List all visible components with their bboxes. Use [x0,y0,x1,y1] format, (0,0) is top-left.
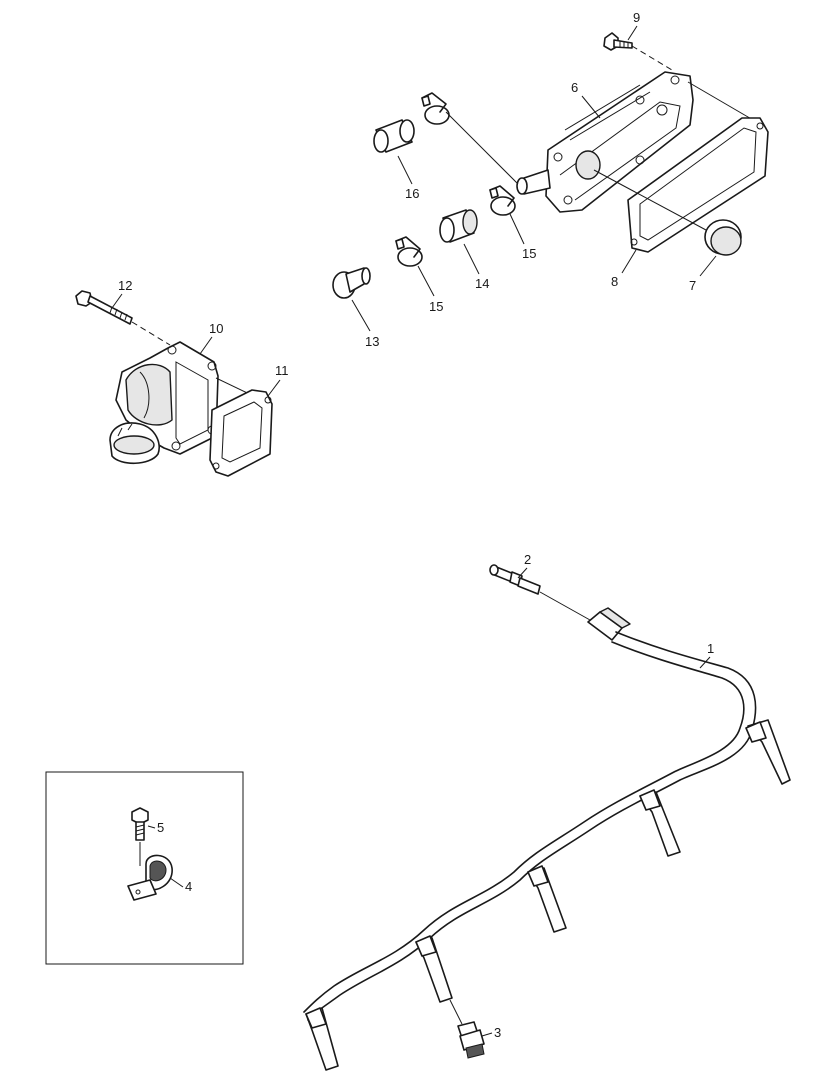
callout-16: 16 [405,186,419,201]
bolt-part-9 [603,32,633,51]
leader-1 [699,656,711,669]
leader-3 [481,1032,493,1037]
leader-15-lower [417,265,435,297]
callout-6: 6 [571,80,578,95]
callout-1: 1 [707,641,714,656]
hose-clamp-part-15-lower [395,236,423,267]
alignment-line-7 [593,169,707,231]
callout-5: 5 [157,820,164,835]
clamp-part-4 [127,854,173,901]
leader-16 [397,155,413,185]
callout-15-lower: 15 [429,299,443,314]
alignment-line-3 [449,999,463,1025]
callout-8: 8 [611,274,618,289]
leader-6 [581,95,601,119]
alignment-line-12 [131,321,171,346]
alignment-line-15 [445,111,519,185]
leader-15-right [509,213,525,245]
thermostat-part-7 [704,219,742,256]
gasket-part-11 [209,389,273,477]
hose-part-14 [439,209,478,243]
leader-10 [199,336,213,355]
callout-2: 2 [524,552,531,567]
alignment-line-8 [687,81,761,125]
callout-13: 13 [365,334,379,349]
switch-part-3 [457,1021,485,1059]
alignment-line-2 [539,591,591,621]
leader-13 [351,299,371,332]
alignment-line-9 [631,45,673,71]
hose-clamp-part-15-middle [489,185,516,216]
hose-part-16 [373,119,415,153]
callout-12: 12 [118,278,132,293]
callout-11: 11 [275,363,289,378]
leader-9 [627,25,638,41]
callout-7: 7 [689,278,696,293]
leader-2 [517,567,528,579]
bolt-part-12 [75,290,133,325]
callout-15-right: 15 [522,246,536,261]
callout-10: 10 [209,321,223,336]
plug-part-13 [332,267,371,299]
callout-4: 4 [185,879,192,894]
wiring-harness-part-1 [303,607,791,1071]
callout-9: 9 [633,10,640,25]
leader-5 [147,825,156,829]
hose-clamp-part-15-upper [421,92,450,125]
leader-7 [699,255,717,277]
leader-14 [463,243,480,275]
callout-14: 14 [475,276,489,291]
callout-3: 3 [494,1025,501,1040]
sensor-part-2 [489,564,541,595]
gasket-part-8 [627,117,769,253]
leader-11 [267,379,281,397]
outlet-housing-part-10 [109,341,219,465]
leader-12 [111,293,123,309]
detail-inset-box [45,771,244,965]
screw-part-5 [131,807,149,841]
thermostat-cover-part-6 [516,71,694,213]
leader-4 [169,877,184,888]
leader-8 [621,249,637,274]
